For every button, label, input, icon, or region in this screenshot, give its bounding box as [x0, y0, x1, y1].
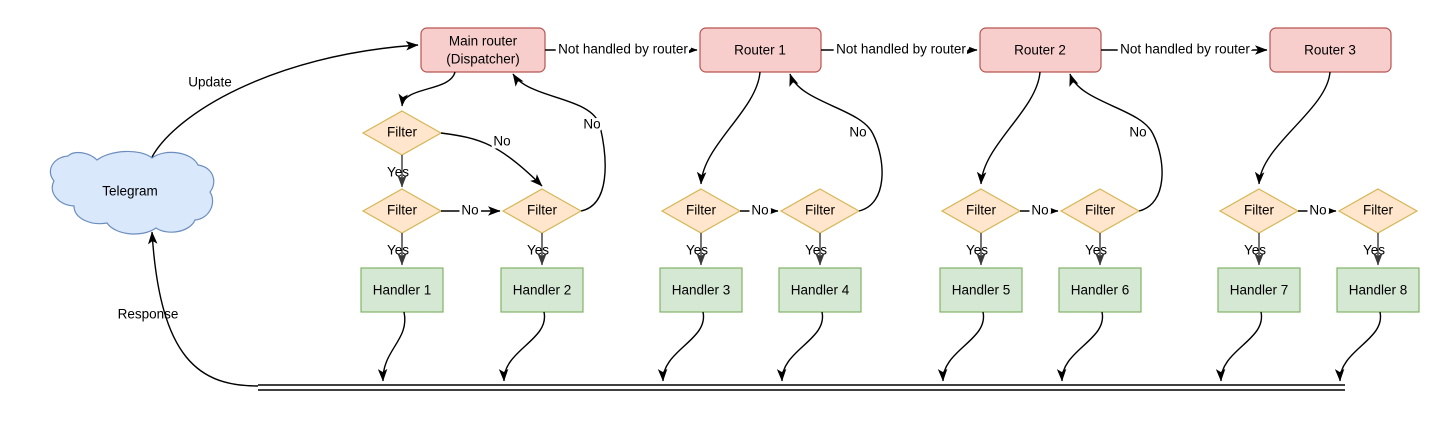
edge-label-no-r1-b: No	[849, 125, 866, 140]
handler-2-node[interactable]: Handler 2	[500, 267, 584, 313]
edge-label-yes-2: Yes	[527, 243, 549, 258]
handler-7-label: Handler 7	[1230, 283, 1289, 298]
filter-3-node[interactable]: Filter	[660, 188, 742, 234]
filter-8-node[interactable]: Filter	[1337, 188, 1419, 234]
filter-5-label: Filter	[966, 203, 997, 218]
edge-handler8-to-bus	[1334, 311, 1382, 382]
filter-4-node[interactable]: Filter	[779, 188, 861, 234]
telegram-cloud[interactable]: Telegram	[49, 150, 215, 235]
edge-label-no-r3-a: No	[1309, 203, 1326, 218]
main-router-label-line2: (Dispatcher)	[446, 52, 520, 67]
edge-handler6-to-bus	[1056, 311, 1104, 382]
filter-1-label: Filter	[387, 203, 418, 218]
edge-handler1-to-bus	[377, 311, 406, 382]
edge-handler2-to-bus	[498, 311, 546, 382]
handler-4-node[interactable]: Handler 4	[778, 267, 862, 313]
filter-a-label: Filter	[387, 125, 418, 140]
edge-handler4-to-bus	[776, 311, 824, 382]
edge-handler7-to-bus	[1215, 311, 1263, 382]
edge-label-update: Update	[188, 75, 232, 90]
edge-label-no-r2-a: No	[1031, 203, 1048, 218]
router-2-label: Router 2	[1014, 43, 1066, 58]
handler-4-label: Handler 4	[791, 283, 850, 298]
router-3-node[interactable]: Router 3	[1269, 27, 1392, 73]
edge-handler5-to-bus	[937, 311, 985, 382]
router-3-label: Router 3	[1304, 43, 1356, 58]
filter-6-node[interactable]: Filter	[1059, 188, 1141, 234]
edge-label-yes-7: Yes	[1244, 243, 1266, 258]
handler-8-label: Handler 8	[1349, 283, 1408, 298]
edge-label-no-r2-b: No	[1129, 125, 1146, 140]
edge-label-no-r1-a: No	[751, 203, 768, 218]
filter-4-label: Filter	[805, 203, 836, 218]
edge-label-yes-1: Yes	[387, 243, 409, 258]
router-1-label: Router 1	[734, 43, 786, 58]
edge-label-response: Response	[118, 307, 179, 322]
edge-label-yes-3: Yes	[686, 243, 708, 258]
filter-2-label: Filter	[527, 203, 558, 218]
handler-7-node[interactable]: Handler 7	[1217, 267, 1301, 313]
handler-6-label: Handler 6	[1071, 283, 1130, 298]
edge-handler3-to-bus	[657, 311, 705, 382]
handler-5-node[interactable]: Handler 5	[939, 267, 1023, 313]
edge-label-yes-4: Yes	[805, 243, 827, 258]
edge-filter2-no-to-main-router	[512, 73, 606, 212]
edge-label-not-handled-3: Not handled by router	[1120, 42, 1250, 57]
filter-1-node[interactable]: Filter	[361, 188, 443, 234]
filter-7-label: Filter	[1244, 203, 1275, 218]
edge-label-no-main-b: No	[461, 203, 478, 218]
edge-label-yes-5: Yes	[966, 243, 988, 258]
edge-filter6-no-to-router2	[1069, 73, 1163, 212]
filter-a-node[interactable]: Filter	[361, 110, 443, 156]
handler-1-label: Handler 1	[373, 283, 432, 298]
edge-label-not-handled-2: Not handled by router	[836, 42, 966, 57]
filter-6-label: Filter	[1085, 203, 1116, 218]
edge-label-yes-6: Yes	[1085, 243, 1107, 258]
edge-filter4-no-to-router1	[789, 73, 883, 212]
edge-label-no-main-a: No	[493, 134, 510, 149]
edge-router3-to-filter7	[1254, 71, 1331, 185]
router-1-node[interactable]: Router 1	[699, 27, 822, 73]
router-2-node[interactable]: Router 2	[979, 27, 1102, 73]
edge-router1-to-filter3	[696, 71, 761, 185]
handler-2-label: Handler 2	[513, 283, 572, 298]
handler-5-label: Handler 5	[952, 283, 1011, 298]
filter-5-node[interactable]: Filter	[940, 188, 1022, 234]
edge-response	[148, 231, 259, 387]
edge-main-to-filter-a	[398, 71, 456, 107]
handler-3-label: Handler 3	[672, 283, 731, 298]
edge-label-not-handled-1: Not handled by router	[558, 42, 688, 57]
edge-router2-to-filter5	[976, 71, 1041, 185]
handler-1-node[interactable]: Handler 1	[360, 267, 444, 313]
handler-6-node[interactable]: Handler 6	[1058, 267, 1142, 313]
filter-8-label: Filter	[1363, 203, 1394, 218]
handler-3-node[interactable]: Handler 3	[659, 267, 743, 313]
edge-update	[151, 41, 419, 158]
filter-2-node[interactable]: Filter	[501, 188, 583, 234]
edge-filter-a-no	[440, 132, 543, 187]
telegram-cloud-label: Telegram	[102, 184, 158, 199]
edge-label-yes-8: Yes	[1363, 243, 1385, 258]
filter-3-label: Filter	[686, 203, 717, 218]
main-router-label-line1: Main router	[449, 34, 518, 49]
edge-label-yes-main-top: Yes	[387, 165, 409, 180]
filter-7-node[interactable]: Filter	[1218, 188, 1300, 234]
edge-label-no-main-c: No	[583, 117, 600, 132]
handler-8-node[interactable]: Handler 8	[1336, 267, 1420, 313]
main-router-node[interactable]: Main router (Dispatcher)	[420, 27, 546, 73]
